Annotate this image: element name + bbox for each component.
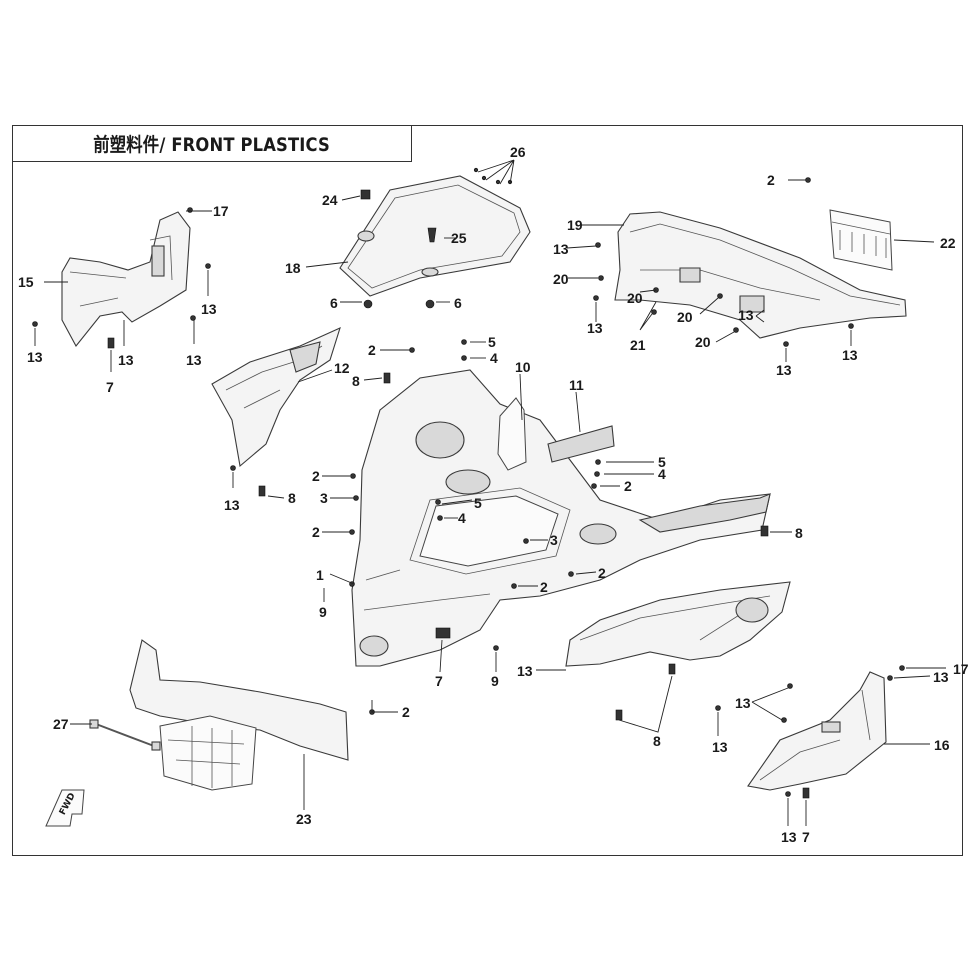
title-box: 前塑料件/ FRONT PLASTICS	[12, 125, 412, 162]
callout-24: 24	[322, 192, 338, 208]
callout-14: 13	[738, 307, 754, 323]
part-19-front-rack-panel	[614, 211, 907, 339]
part-1-main-body	[351, 369, 771, 667]
callout-14: 13	[781, 829, 797, 845]
callout-2: 2	[598, 565, 606, 581]
callout-2: 2	[624, 478, 632, 494]
callout-5: 5	[488, 334, 496, 350]
leader-lines	[34, 159, 946, 826]
callout-20: 20	[627, 290, 643, 306]
callout-17: 17	[213, 203, 229, 219]
callout-20: 20	[677, 309, 693, 325]
callout-8: 8	[653, 733, 661, 749]
callout-5: 5	[474, 495, 482, 511]
part-12-left-fender	[211, 326, 341, 468]
callout-3: 3	[550, 532, 558, 548]
callout-2: 2	[402, 704, 410, 720]
part-22-grille	[829, 209, 893, 271]
callout-14: 13	[201, 301, 217, 317]
callout-2: 2	[540, 579, 548, 595]
callout-12: 12	[334, 360, 350, 376]
callout-14: 13	[118, 352, 134, 368]
callout-26: 26	[510, 144, 526, 160]
callout-18: 18	[285, 260, 301, 276]
part-27-strap	[89, 719, 161, 751]
callout-10: 10	[515, 359, 531, 375]
callout-14: 13	[712, 739, 728, 755]
callout-9: 9	[491, 673, 499, 689]
diagram-frame	[12, 125, 963, 856]
callout-17: 17	[953, 661, 969, 677]
callout-5: 5	[658, 454, 666, 470]
callout-25: 25	[451, 230, 467, 246]
callout-14: 13	[776, 362, 792, 378]
callout-15: 15	[18, 274, 34, 290]
callout-4: 4	[490, 350, 498, 366]
callout-11: 11	[569, 377, 584, 393]
callout-14: 13	[553, 241, 569, 257]
part-11-plate	[547, 425, 615, 463]
callout-16: 16	[934, 737, 950, 753]
callout-8: 8	[795, 525, 803, 541]
callout-2: 2	[312, 524, 320, 540]
part-10-panel	[497, 397, 527, 471]
callout-20: 20	[553, 271, 569, 287]
callout-2: 2	[767, 172, 775, 188]
callout-13: 13	[517, 663, 533, 679]
callout-19: 19	[567, 217, 583, 233]
callout-2: 2	[312, 468, 320, 484]
part-23-lower-tray	[129, 639, 349, 791]
callout-27: 27	[53, 716, 69, 732]
diagram-title: 前塑料件/ FRONT PLASTICS	[93, 133, 330, 156]
callout-6: 6	[454, 295, 462, 311]
callout-20: 20	[695, 334, 711, 350]
part-15-left-bracket	[61, 211, 191, 347]
callout-7: 7	[435, 673, 443, 689]
callout-14: 13	[842, 347, 858, 363]
callout-14: 13	[933, 669, 949, 685]
callout-23: 23	[296, 811, 312, 827]
part-13-right-fender	[565, 581, 791, 667]
callout-8: 8	[352, 373, 360, 389]
callout-14: 13	[27, 349, 43, 365]
callout-3: 3	[320, 490, 328, 506]
part-16-right-bracket	[747, 671, 887, 791]
fwd-arrow-icon: FWD	[45, 789, 85, 827]
callout-14: 13	[587, 320, 603, 336]
callout-6: 6	[330, 295, 338, 311]
callout-21: 21	[630, 337, 646, 353]
callout-labels: 17 15 13 13 13 13 7 24 25 18 6 6 26 2 19…	[18, 144, 969, 845]
callout-14: 13	[224, 497, 240, 513]
callout-2: 2	[368, 342, 376, 358]
callout-14: 13	[186, 352, 202, 368]
callout-14: 13	[735, 695, 751, 711]
callout-4: 4	[658, 466, 666, 482]
callout-8: 8	[288, 490, 296, 506]
callout-22: 22	[940, 235, 956, 251]
callout-4: 4	[458, 510, 466, 526]
callout-7: 7	[106, 379, 114, 395]
callout-7: 7	[802, 829, 810, 845]
callout-9: 9	[319, 604, 327, 620]
callout-1: 1	[316, 567, 324, 583]
fasteners	[32, 167, 905, 799]
